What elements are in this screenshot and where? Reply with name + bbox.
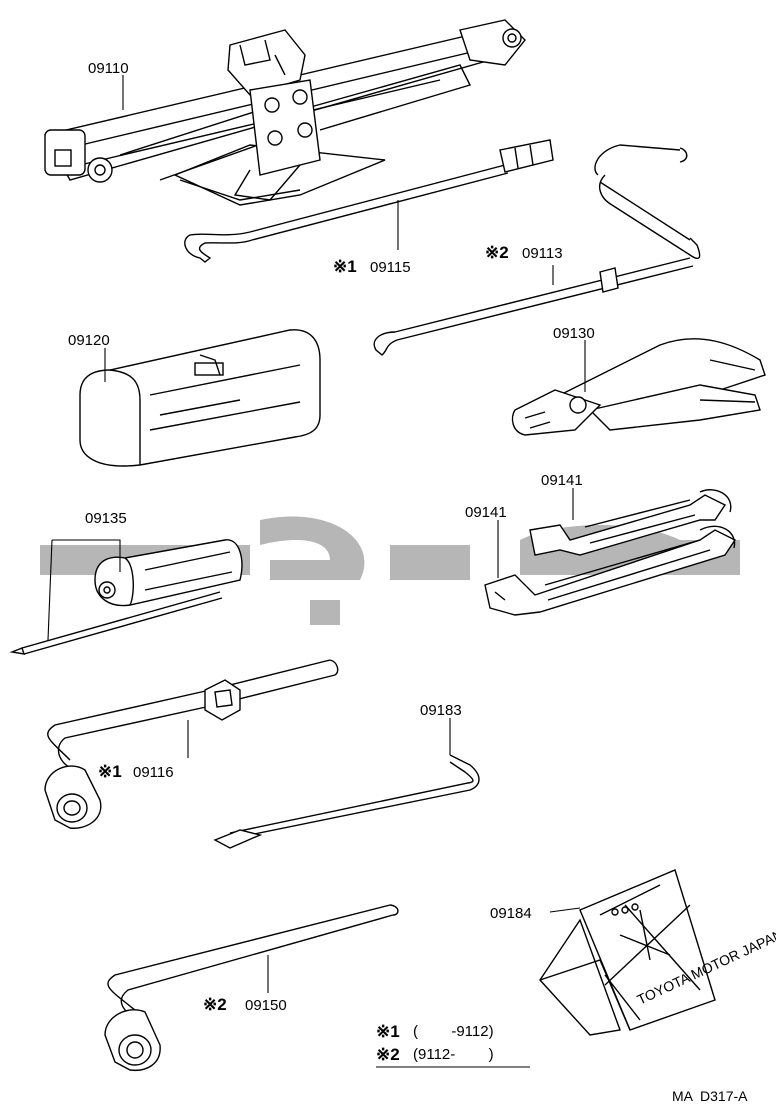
wheel-wrench-2-mark: ※2 bbox=[203, 995, 227, 1014]
wheel-chock-label: 09184 bbox=[490, 905, 532, 922]
screwdriver-label: 09135 bbox=[85, 510, 127, 527]
wheel-wrench-1 bbox=[44, 659, 339, 829]
legend-mark-2: ※2 bbox=[376, 1045, 400, 1064]
wheel-wrench-1-mark: ※1 bbox=[98, 762, 122, 781]
wrench-lower bbox=[484, 525, 737, 616]
wheel-chock: TOYOTA MOTOR JAPAN bbox=[539, 869, 776, 1036]
legend-range-1: ( -9112) bbox=[413, 1023, 494, 1040]
wrench-a-label: 09141 bbox=[541, 472, 583, 489]
tool-bag bbox=[79, 329, 321, 467]
pliers-label: 09130 bbox=[553, 325, 595, 342]
jack-handle-1-label: 09115 bbox=[370, 259, 411, 276]
jack-label: 09110 bbox=[88, 60, 129, 77]
pliers bbox=[511, 338, 766, 436]
tool-bag-label: 09120 bbox=[68, 332, 110, 349]
jack-handle-1 bbox=[184, 139, 554, 263]
legend-mark-1: ※1 bbox=[376, 1022, 400, 1041]
scissor-jack bbox=[43, 19, 526, 206]
wheel-wrench-2-label: 09150 bbox=[245, 997, 287, 1014]
jack-handle-2-label: 09113 bbox=[522, 245, 563, 262]
hubcap-remover bbox=[213, 754, 480, 849]
wheel-wrench-2 bbox=[104, 904, 399, 1072]
jack-handle-1-mark: ※1 bbox=[333, 257, 357, 276]
jack-handle-2-mark: ※2 bbox=[485, 243, 509, 262]
screwdriver bbox=[9, 539, 243, 655]
legend: ※1 ( -9112) ※2 (9112- ) bbox=[376, 1022, 530, 1068]
wrench-b-label: 09141 bbox=[465, 504, 507, 521]
jack-handle-2 bbox=[373, 144, 701, 356]
legend-range-2: (9112- ) bbox=[413, 1046, 494, 1063]
hubcap-remover-label: 09183 bbox=[420, 702, 462, 719]
wheel-wrench-1-label: 09116 bbox=[133, 764, 174, 781]
wrench-upper bbox=[529, 489, 732, 556]
reference-code: MA D317-A bbox=[672, 1088, 748, 1104]
